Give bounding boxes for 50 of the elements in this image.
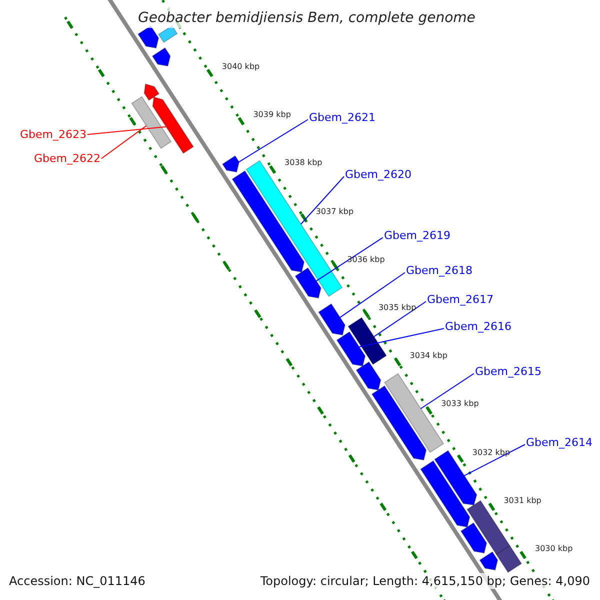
gene-label: Gbem_2623 xyxy=(20,128,86,141)
scale-label: 3034 kbp xyxy=(410,351,448,362)
leader-line xyxy=(340,272,406,318)
gene-feature xyxy=(152,47,171,67)
leader-line xyxy=(374,301,426,338)
gene-label: Gbem_2616 xyxy=(445,320,512,333)
gene-feature xyxy=(420,460,470,528)
gene-feature xyxy=(294,267,322,299)
gene-feature xyxy=(356,361,382,391)
gene-feature xyxy=(371,385,427,461)
gene-label: Gbem_2619 xyxy=(384,229,450,242)
leader-line xyxy=(420,373,474,410)
gene-label: Gbem_2614 xyxy=(526,436,592,449)
gene-label: Gbem_2618 xyxy=(406,264,472,277)
leader-line xyxy=(100,125,147,159)
gene-feature xyxy=(152,96,194,154)
gene-label: Gbem_2622 xyxy=(34,152,100,165)
leader-line xyxy=(238,119,308,162)
scale-label: 3040 kbp xyxy=(222,62,260,72)
gene-feature xyxy=(460,522,488,554)
gene-label: Gbem_2615 xyxy=(475,365,542,378)
leader-line xyxy=(358,328,444,348)
gene-feature xyxy=(232,170,305,273)
gene-label: Gbem_2617 xyxy=(427,293,494,306)
gene-feature xyxy=(348,316,388,366)
gene-feature xyxy=(479,551,498,571)
gene-feature xyxy=(318,303,346,336)
scale-label: 3039 kbp xyxy=(253,110,291,120)
gene-feature xyxy=(222,155,240,173)
scale-label: 3038 kbp xyxy=(284,158,322,168)
scale-label: 3036 kbp xyxy=(347,254,385,265)
scale-label: 3035 kbp xyxy=(378,303,416,313)
leader-line xyxy=(464,444,526,476)
gene-feature xyxy=(336,331,366,367)
scale-label: 3032 kbp xyxy=(472,448,510,458)
gene-label: Gbem_2620 xyxy=(345,168,412,181)
gene-feature xyxy=(144,83,160,101)
scale-label: 3030 kbp xyxy=(535,544,573,554)
accession-text: Accession: NC_011146 xyxy=(7,573,148,589)
gene-feature xyxy=(131,96,172,149)
gene-feature xyxy=(496,544,522,574)
leader-line xyxy=(86,126,167,135)
scale-label: 3037 kbp xyxy=(316,206,354,217)
leader-line xyxy=(316,237,384,282)
leader-line xyxy=(300,176,344,225)
scale-label: 3033 kbp xyxy=(441,399,479,410)
genome-stats-text: Topology: circular; Length: 4,615,150 bp; Genes: 4,090 xyxy=(258,573,592,589)
scale-label: 3031 kbp xyxy=(504,496,542,506)
gene-label: Gbem_2621 xyxy=(309,111,376,124)
gene-feature xyxy=(137,25,160,49)
